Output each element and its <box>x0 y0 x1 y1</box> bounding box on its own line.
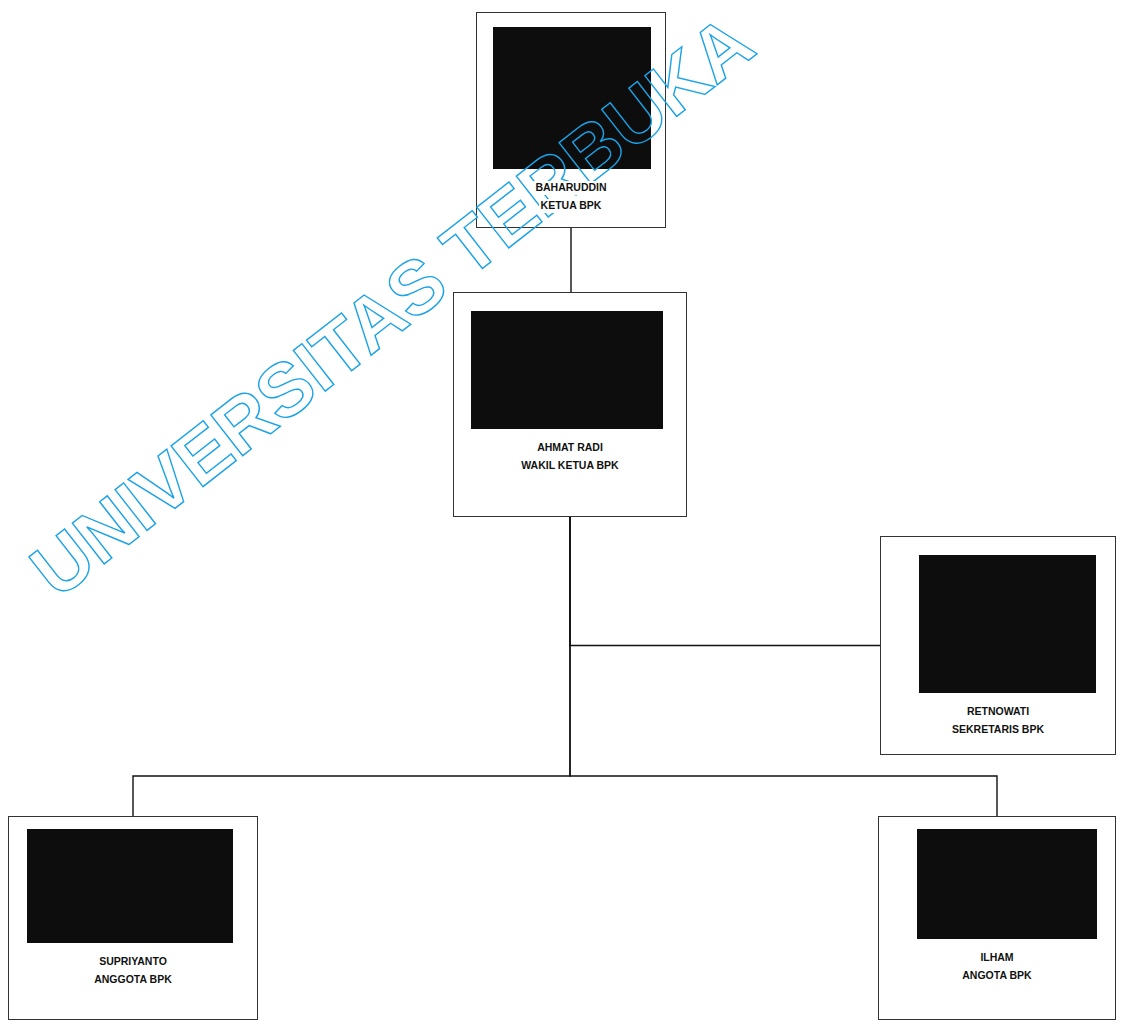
org-connector <box>570 228 571 292</box>
watermark: UNIVERSITAS TERBUKA <box>15 0 769 614</box>
org-box: SUPRIYANTO ANGGOTA BPK <box>8 816 258 1020</box>
portrait-photo <box>471 311 663 429</box>
person-name: BAHARUDDIN <box>533 181 608 195</box>
org-box: ILHAM ANGOTA BPK <box>878 816 1116 1020</box>
org-box: AHMAT RADI WAKIL KETUA BPK <box>453 292 687 517</box>
org-box: RETNOWATI SEKRETARIS BPK <box>880 536 1116 755</box>
person-name: AHMAT RADI <box>535 441 605 455</box>
position-title: WAKIL KETUA BPK <box>519 459 620 473</box>
org-box: BAHARUDDIN KETUA BPK <box>476 12 666 228</box>
portrait-photo <box>27 829 233 943</box>
portrait-photo <box>493 27 651 169</box>
position-title: KETUA BPK <box>539 199 604 213</box>
person-name: SUPRIYANTO <box>97 955 169 969</box>
org-connector <box>133 517 570 816</box>
position-title: SEKRETARIS BPK <box>950 723 1046 737</box>
position-title: ANGOTA BPK <box>960 969 1033 983</box>
position-title: ANGGOTA BPK <box>92 973 174 987</box>
portrait-photo <box>917 829 1097 939</box>
person-name: RETNOWATI <box>965 705 1031 719</box>
org-connector <box>570 517 880 646</box>
person-name: ILHAM <box>978 951 1015 965</box>
portrait-photo <box>919 555 1096 693</box>
